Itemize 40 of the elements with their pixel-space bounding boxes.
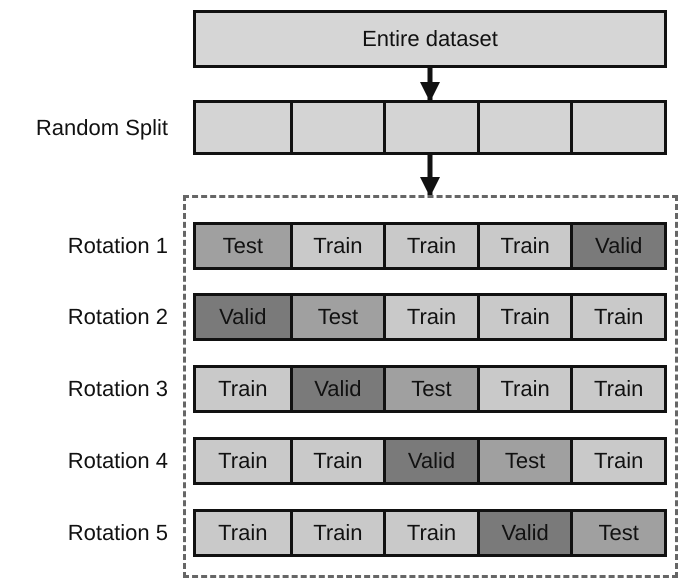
split-bar [193, 437, 667, 485]
fold-box: Train [383, 225, 477, 267]
fold-box: Train [383, 296, 477, 338]
fold-box: Train [570, 296, 664, 338]
row-label: Rotation 5 [68, 520, 168, 546]
fold-box [383, 103, 477, 152]
arrow [420, 68, 440, 102]
fold-box: Train [290, 440, 384, 482]
fold-box: Train [383, 512, 477, 554]
fold-box: Test [290, 296, 384, 338]
fold-box: Test [383, 368, 477, 410]
split-bar [193, 365, 667, 413]
row-label: Rotation 4 [68, 448, 168, 474]
fold-box [570, 103, 664, 152]
fold-box [290, 103, 384, 152]
fold-box [196, 103, 290, 152]
fold-box: Valid [383, 440, 477, 482]
fold-box: Test [196, 225, 290, 267]
fold-box: Train [290, 225, 384, 267]
fold-box: Valid [290, 368, 384, 410]
row-label: Rotation 1 [68, 233, 168, 259]
fold-box: Test [570, 512, 664, 554]
fold-box: Valid [196, 296, 290, 338]
fold-box: Train [196, 440, 290, 482]
dashed-frame [183, 195, 678, 578]
fold-box: Train [196, 512, 290, 554]
row-label: Rotation 2 [68, 304, 168, 330]
split-bar [193, 293, 667, 341]
fold-box: Train [196, 368, 290, 410]
fold-box: Train [570, 440, 664, 482]
split-bar [193, 509, 667, 557]
arrow [420, 155, 440, 197]
fold-box: Train [570, 368, 664, 410]
split-bar [193, 222, 667, 270]
fold-box: Train [290, 512, 384, 554]
dataset-box: Entire dataset [193, 10, 667, 68]
fold-box: Valid [570, 225, 664, 267]
row-label: Rotation 3 [68, 376, 168, 402]
split-bar [193, 100, 667, 155]
row-label: Random Split [36, 114, 168, 140]
